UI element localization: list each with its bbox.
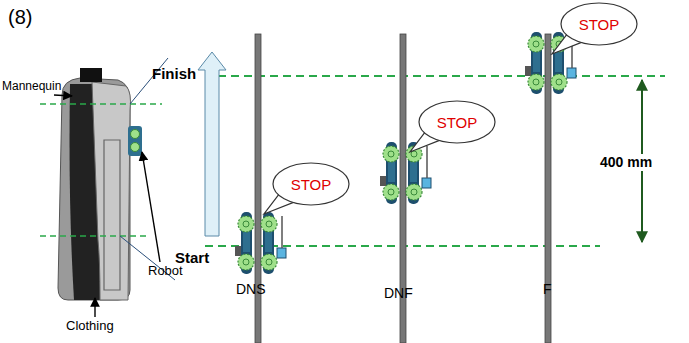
figure-number: (8): [8, 6, 32, 28]
part-name: Clothing: [66, 319, 114, 333]
speech-bubble: STOP: [272, 162, 350, 206]
stop-text: STOP: [437, 114, 478, 131]
part-name: Robot: [148, 264, 183, 278]
stop-text: STOP: [291, 176, 332, 193]
stop-text: STOP: [579, 16, 620, 33]
dimension: 400 mm: [598, 154, 654, 171]
condition-label: DNF: [384, 286, 413, 301]
speech-bubble: STOP: [418, 100, 496, 144]
part-name: Mannequin: [2, 80, 61, 93]
speech-bubble: STOP: [560, 2, 638, 46]
condition-label: F: [543, 282, 552, 297]
condition-label: DNS: [236, 282, 266, 297]
finish-label: Finish: [152, 66, 196, 83]
